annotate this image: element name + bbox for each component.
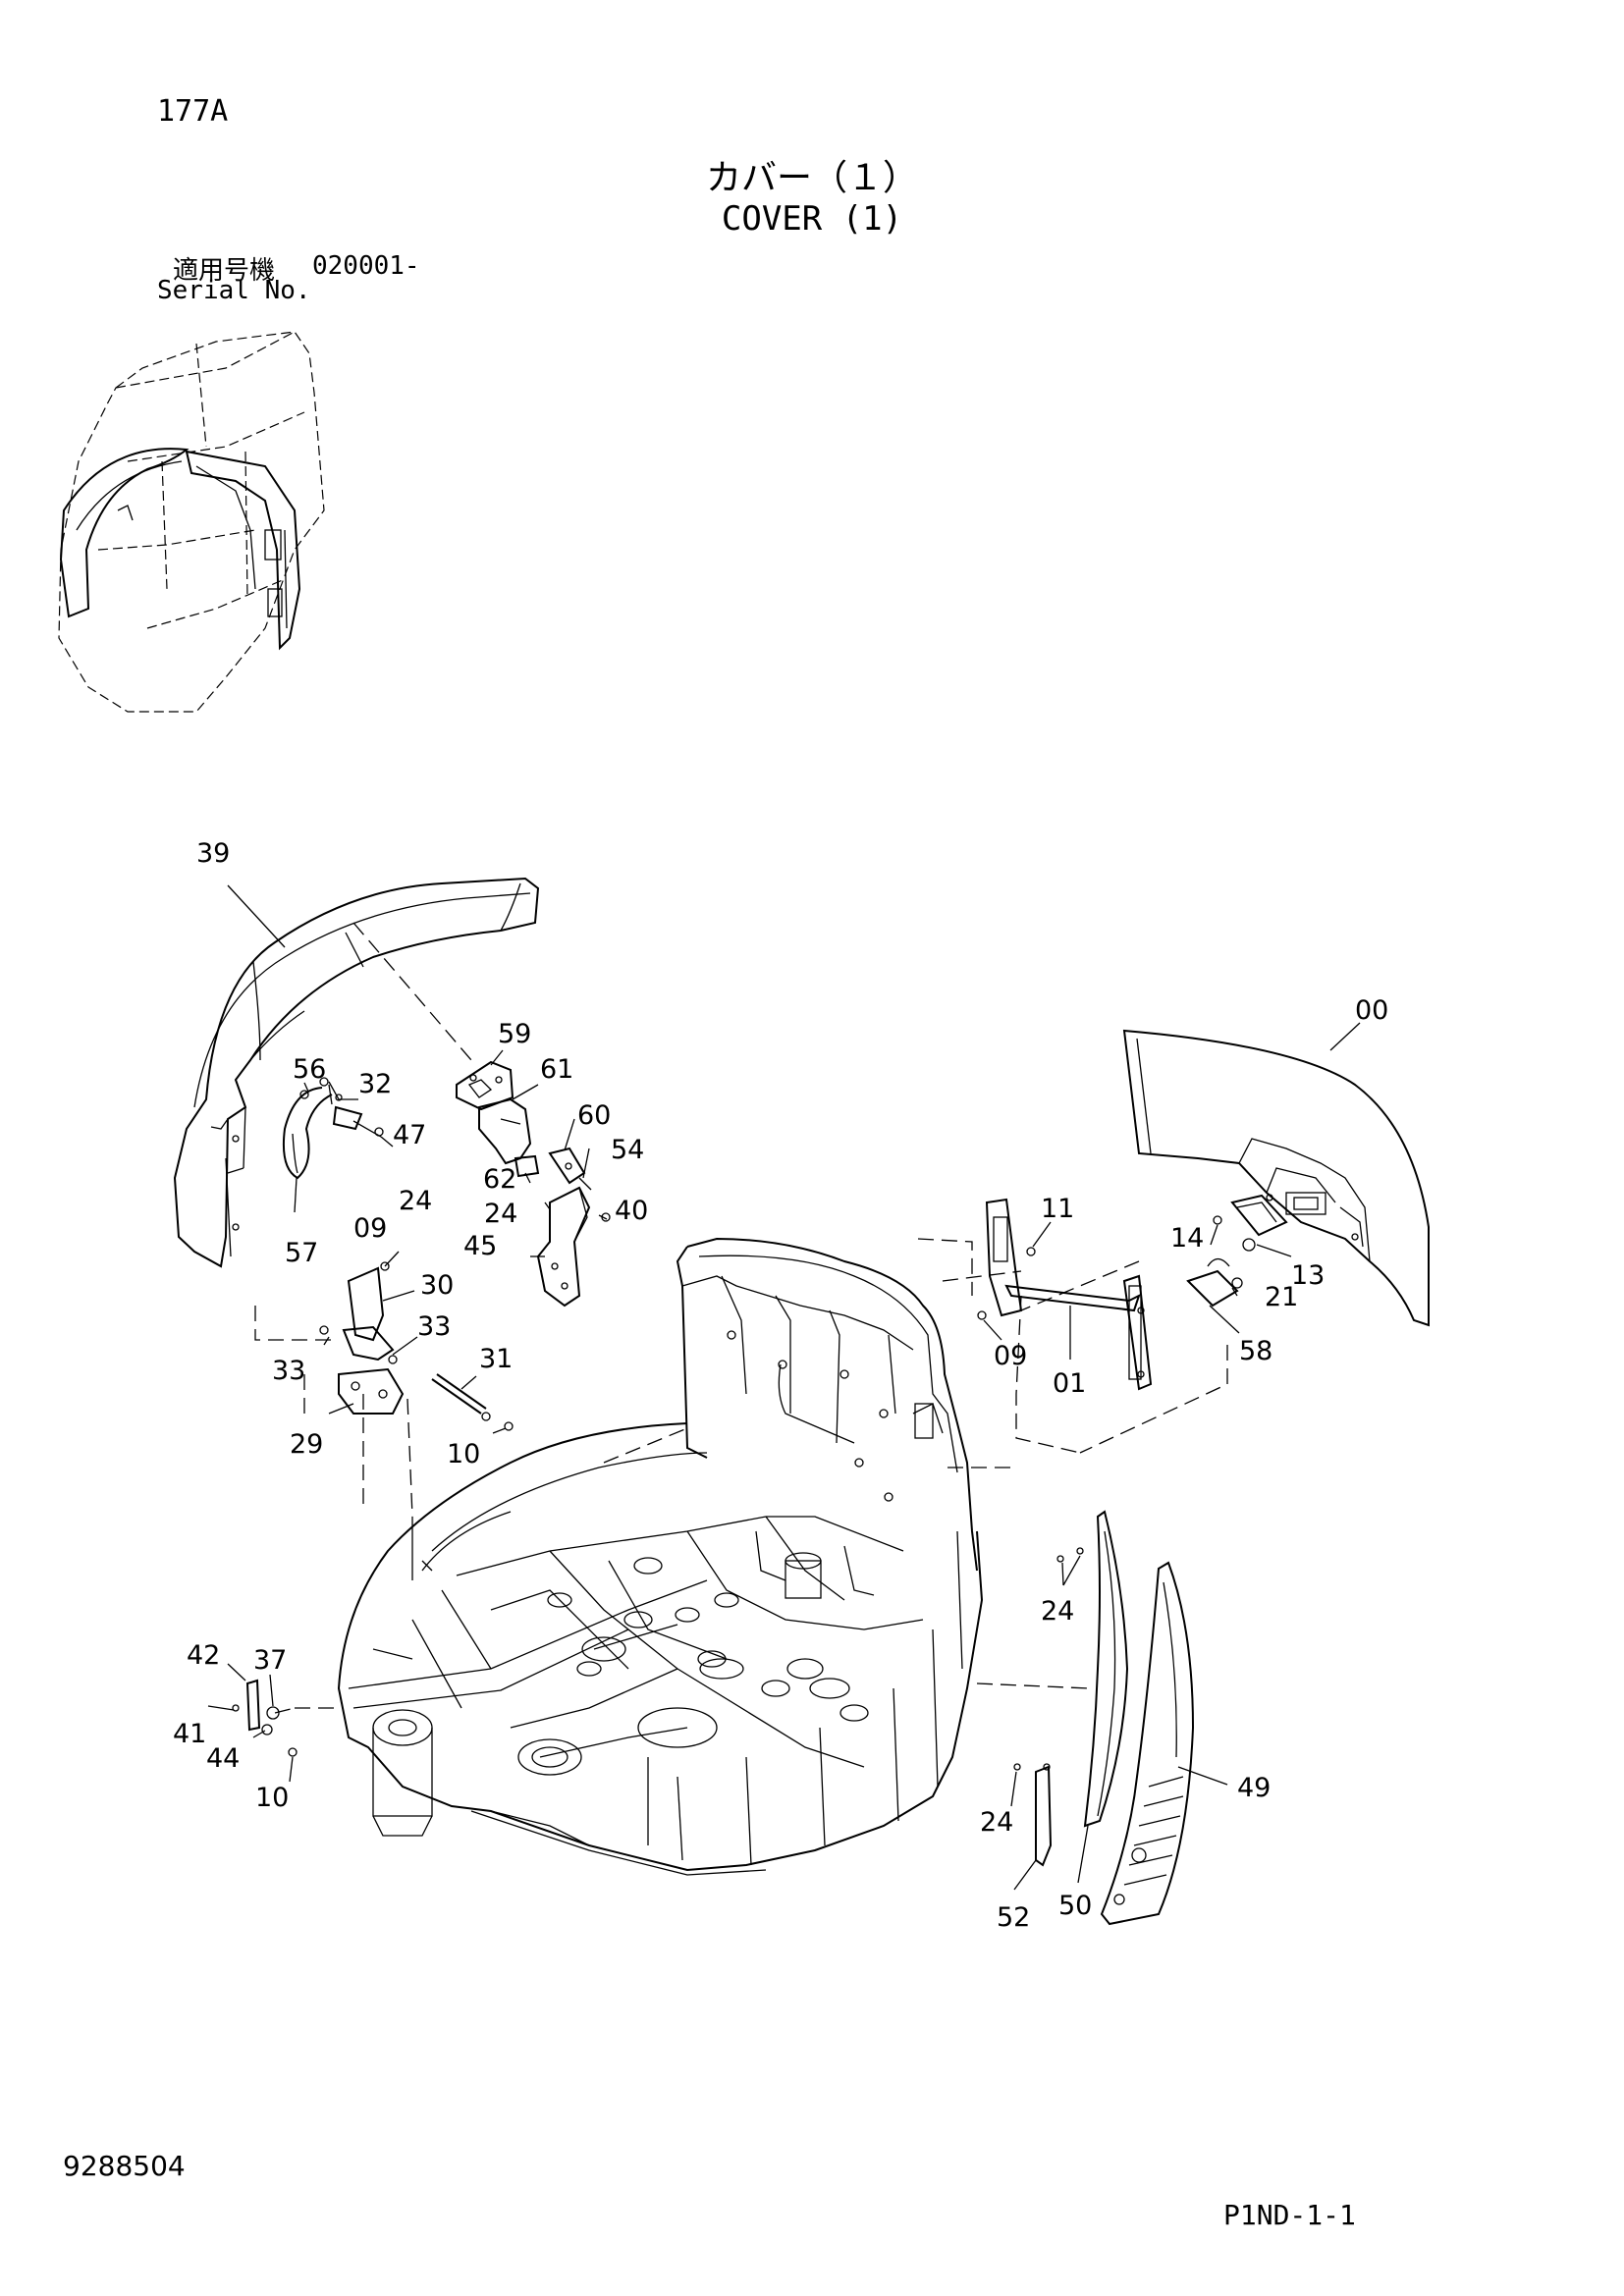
assembly-leader-lines xyxy=(254,1238,1228,1709)
callout-09: 09 xyxy=(994,1341,1027,1371)
callout-42: 42 xyxy=(187,1640,220,1671)
serial-label: Serial No. xyxy=(157,276,311,305)
sheet-reference: P1ND-1-1 xyxy=(1223,2199,1356,2231)
callout-62: 62 xyxy=(483,1164,516,1195)
callout-39: 39 xyxy=(196,838,230,869)
callout-00: 00 xyxy=(1355,995,1388,1026)
callout-32: 32 xyxy=(358,1069,392,1099)
callout-labels: 39 59 61 56 32 47 24 60 54 62 24 40 45 5… xyxy=(173,838,1388,1933)
callout-50: 50 xyxy=(1058,1891,1092,1921)
callout-10: 10 xyxy=(447,1439,480,1469)
page-title-japanese: カバー（１） xyxy=(705,158,918,198)
part-59-hinge-plate xyxy=(456,1060,514,1111)
callout-52: 52 xyxy=(997,1902,1030,1933)
callout-29: 29 xyxy=(290,1429,323,1460)
main-frame-assembly xyxy=(337,1237,984,1876)
callout-47: 47 xyxy=(393,1120,426,1150)
callout-58: 58 xyxy=(1239,1336,1272,1366)
callout-21: 21 xyxy=(1265,1282,1298,1312)
callout-31: 31 xyxy=(479,1344,513,1374)
callout-13: 13 xyxy=(1291,1260,1325,1291)
part-61-bracket xyxy=(478,1097,532,1165)
callout-24: 24 xyxy=(399,1186,432,1216)
callout-33: 33 xyxy=(417,1311,451,1342)
part-58-21-bracket xyxy=(1186,1257,1243,1308)
callout-24: 24 xyxy=(1041,1596,1074,1627)
callout-40: 40 xyxy=(615,1196,648,1226)
callout-09: 09 xyxy=(353,1213,387,1244)
part-62-clip xyxy=(514,1154,540,1178)
callout-57: 57 xyxy=(285,1238,318,1268)
page-title: COVER (1) xyxy=(721,199,903,239)
document-number: 9288504 xyxy=(63,2150,186,2182)
callout-11: 11 xyxy=(1041,1194,1074,1224)
part-01-hinge-arm xyxy=(1004,1274,1153,1391)
serial-number-range: 020001- xyxy=(312,251,420,281)
callout-24: 24 xyxy=(484,1199,517,1229)
callout-59: 59 xyxy=(498,1019,531,1049)
part-30-33-hinge xyxy=(319,1261,398,1364)
callout-01: 01 xyxy=(1053,1368,1086,1399)
callout-41: 41 xyxy=(173,1719,206,1749)
part-31-pin xyxy=(431,1373,514,1431)
part-50-side-cover-strip xyxy=(1056,1510,1129,1828)
callout-30: 30 xyxy=(420,1270,454,1301)
callout-49: 49 xyxy=(1237,1773,1271,1803)
part-00-rear-cover-right xyxy=(1122,1029,1430,1327)
callout-10: 10 xyxy=(255,1783,289,1813)
part-39-rear-cover-left xyxy=(173,877,540,1268)
callout-60: 60 xyxy=(577,1100,611,1131)
part-57-strap xyxy=(282,1087,333,1180)
callout-44: 44 xyxy=(206,1743,240,1774)
part-56-32-47-fasteners xyxy=(299,1077,384,1137)
serial-label-japanese: 適用号機 xyxy=(173,256,276,286)
callout-leaders xyxy=(207,884,1361,1891)
callout-45: 45 xyxy=(463,1231,497,1261)
part-29-hinge-base xyxy=(338,1367,405,1415)
callout-37: 37 xyxy=(253,1645,287,1676)
callout-54: 54 xyxy=(611,1135,644,1165)
page-code: 177A xyxy=(157,94,229,129)
part-52-side-bracket xyxy=(1013,1763,1053,1867)
callout-61: 61 xyxy=(540,1054,573,1085)
callout-33: 33 xyxy=(272,1356,305,1386)
callout-56: 56 xyxy=(293,1054,326,1085)
callout-14: 14 xyxy=(1170,1223,1204,1254)
part-42-37-41-44-10-stay xyxy=(232,1679,298,1757)
part-49-side-cover-grille xyxy=(1100,1561,1195,1926)
part-13-plate xyxy=(1213,1194,1288,1252)
callout-24: 24 xyxy=(980,1807,1013,1838)
part-45-40-bracket xyxy=(536,1186,611,1308)
part-11-hinge-bracket xyxy=(977,1198,1036,1320)
locator-thumbnail xyxy=(58,331,325,713)
